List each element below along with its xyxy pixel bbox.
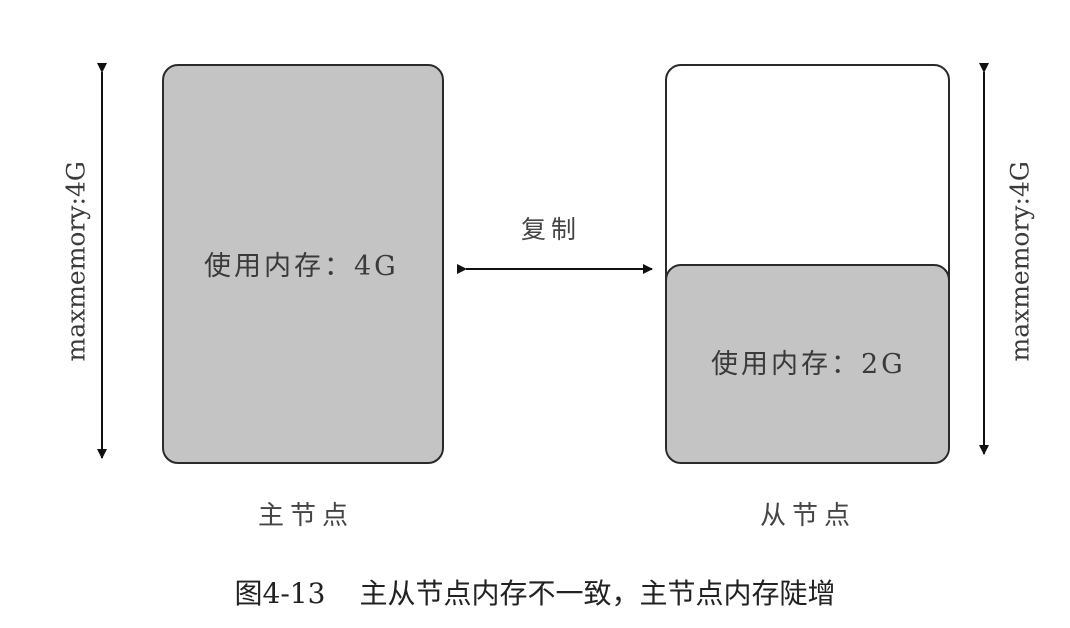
slave-maxmemory-label: maxmemory:4G — [1005, 161, 1035, 362]
figure-caption: 图4-13 主从节点内存不一致，主节点内存陡增 — [0, 572, 1070, 612]
figure-number: 图4-13 — [234, 577, 326, 610]
slave-used-memory-label: 使用内存：2G — [711, 349, 906, 380]
figure-caption-text: 主从节点内存不一致，主节点内存陡增 — [359, 577, 836, 610]
slave-node-name: 从节点 — [760, 501, 857, 531]
master-node-name: 主节点 — [258, 501, 355, 531]
replication-label: 复制 — [521, 215, 582, 244]
slave-used-memory-region: 使用内存：2G — [667, 264, 948, 462]
master-node-box: 使用内存：4G — [162, 64, 444, 464]
master-used-memory-label: 使用内存：4G — [204, 251, 399, 282]
master-maxmemory-label: maxmemory:4G — [61, 161, 91, 362]
slave-node-box: 使用内存：2G — [665, 64, 950, 464]
